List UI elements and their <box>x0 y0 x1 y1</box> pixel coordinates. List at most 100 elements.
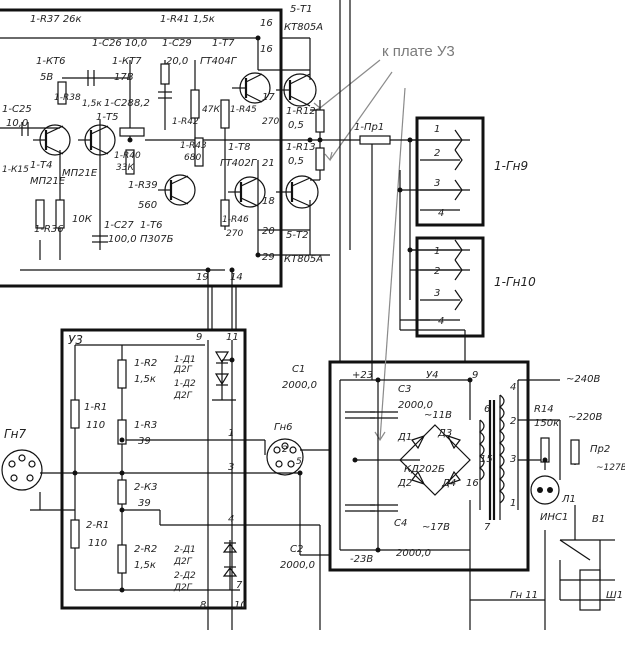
connector-gn7 <box>1 449 43 491</box>
label-k15: 1-К15 <box>2 165 29 175</box>
pin-tr-2: 2 <box>510 416 516 427</box>
label-c28-value: 8,2 <box>134 98 150 109</box>
resistor-u3-r2 <box>117 359 127 389</box>
capacitor-c25 <box>21 122 29 136</box>
pin-u3-11: 11 <box>226 332 239 343</box>
junction-dots-u4 <box>297 377 548 553</box>
label-r46-value: 270 <box>226 229 243 239</box>
board-u4-outline <box>328 360 530 572</box>
diodes-u3-top <box>212 351 236 401</box>
label-r45-value: 270 <box>262 117 279 127</box>
resistor-r13 <box>315 147 325 171</box>
resistor-r40 <box>125 149 135 175</box>
label-r45: 1-R45 <box>230 105 257 115</box>
label-r40-value: 33К <box>116 163 134 173</box>
pin-tr-15: 15 <box>480 454 493 465</box>
label-u3-2d2: 2-Д2 <box>174 571 196 581</box>
label-kt6-value: 5В <box>40 72 53 83</box>
label-plus23: +23 <box>352 370 373 381</box>
label-t8-type: ГТ402Г <box>220 158 258 169</box>
transistor-t2 <box>276 175 319 209</box>
label-sh1: Ш1 <box>606 590 623 601</box>
label-t8: 1-Т8 <box>228 142 250 153</box>
label-r41: 1-R41 1,5к <box>160 14 215 25</box>
label-bridge-d1: Д1 <box>397 432 412 443</box>
label-u3-k3-value: 39 <box>138 498 151 509</box>
label-gn10: 1-Гн10 <box>494 275 536 289</box>
label-r42: 1-R42 <box>172 117 199 127</box>
junction-dots-top <box>127 35 413 273</box>
label-u3-r3-value: 39 <box>138 436 151 447</box>
label-u3-r2-value: 1,5к <box>134 374 156 385</box>
capacitor-c29 <box>158 91 172 99</box>
label-c27-value: 100,0 <box>108 234 137 245</box>
pin-14: 14 <box>230 272 243 283</box>
diodes-u3-bottom <box>222 542 238 577</box>
amplifier-board-outline <box>0 8 283 288</box>
label-c1: С1 <box>292 364 305 375</box>
capacitors-u4 <box>345 411 398 512</box>
pin-tr-16: 16 <box>466 478 479 489</box>
label-u3-d1: 1-Д1 <box>174 355 196 365</box>
resistor-r45 <box>220 99 230 129</box>
resistor-u3-2r1 <box>70 519 80 549</box>
label-r38: 1-R38 <box>54 93 81 103</box>
pin-u3-8: 8 <box>200 600 206 611</box>
label-u3-2d2-type: Д2Г <box>173 583 193 593</box>
u4-wires <box>339 362 610 630</box>
label-c25: 1-С25 <box>2 104 32 115</box>
label-t7: 1-Т7 <box>212 38 235 49</box>
label-kt7-value: 17В <box>114 72 134 83</box>
label-r43-value: 680 <box>184 153 201 163</box>
resistor-c28-area <box>119 127 145 137</box>
label-gn11: Гн 11 <box>510 590 538 601</box>
label-t6: 1-Т6 <box>140 220 162 231</box>
pin-gn6-2: 2 <box>282 445 288 455</box>
transistor-t5 <box>78 124 116 156</box>
label-c3-value: 2000,0 <box>398 400 433 411</box>
resistor-r38 <box>57 81 67 105</box>
label-r14-value: 150к <box>534 418 559 429</box>
label-pr2: Пр2 <box>590 444 610 455</box>
resistor-r46 <box>220 199 230 227</box>
label-c25-value: 10,0 <box>6 118 28 129</box>
label-c2-value: 2000,0 <box>280 560 315 571</box>
pin-gn6-5: 5 <box>296 457 302 467</box>
resistor-r36 <box>55 199 65 229</box>
resistor-r42 <box>190 89 200 119</box>
transistor-t6 <box>158 174 196 206</box>
switch-b1 <box>559 539 615 561</box>
transistor-t1 <box>276 73 317 107</box>
pin-gn10-4: 4 <box>438 316 444 327</box>
resistor-r42-area <box>160 63 170 85</box>
label-u3-2r1: 2-R1 <box>86 520 109 531</box>
board-u3-outline <box>60 328 247 610</box>
label-17v: ~17В <box>422 522 450 533</box>
transistor-t7 <box>232 72 271 104</box>
label-r43: 1-R43 <box>180 141 207 151</box>
label-u3-r1-value: 110 <box>86 420 105 431</box>
label-u3-r3: 1-R3 <box>134 420 157 431</box>
label-kt7: 1-КТ7 <box>112 56 142 67</box>
plug-sh1 <box>579 569 615 611</box>
label-u3: У3 <box>68 333 83 347</box>
label-r42-value: 47К <box>202 105 220 115</box>
label-r13-value: 0,5 <box>288 156 304 167</box>
label-c28: 1-С28 <box>104 98 134 109</box>
label-r13: 1-R13 <box>286 142 316 153</box>
label-t4: 1-Т4 <box>30 160 52 171</box>
label-c26: 1-С26 10,0 <box>92 38 147 49</box>
label-r14: R14 <box>534 404 554 415</box>
label-t2: 5-Т2 <box>286 230 308 241</box>
label-220v: ~220В <box>568 412 602 423</box>
annotation-label: к плате У3 <box>382 43 455 60</box>
label-pr1: 1-Пр1 <box>354 122 384 133</box>
label-gn7: Гн7 <box>4 427 27 441</box>
transformer-windings <box>479 394 505 520</box>
label-u3-2r2-value: 1,5к <box>134 560 156 571</box>
label-bridge-d3: Д3 <box>437 428 452 439</box>
label-bridge-d4: Д4 <box>441 478 456 489</box>
resistor-r12 <box>315 109 325 133</box>
label-u3-2r1-value: 110 <box>88 538 107 549</box>
